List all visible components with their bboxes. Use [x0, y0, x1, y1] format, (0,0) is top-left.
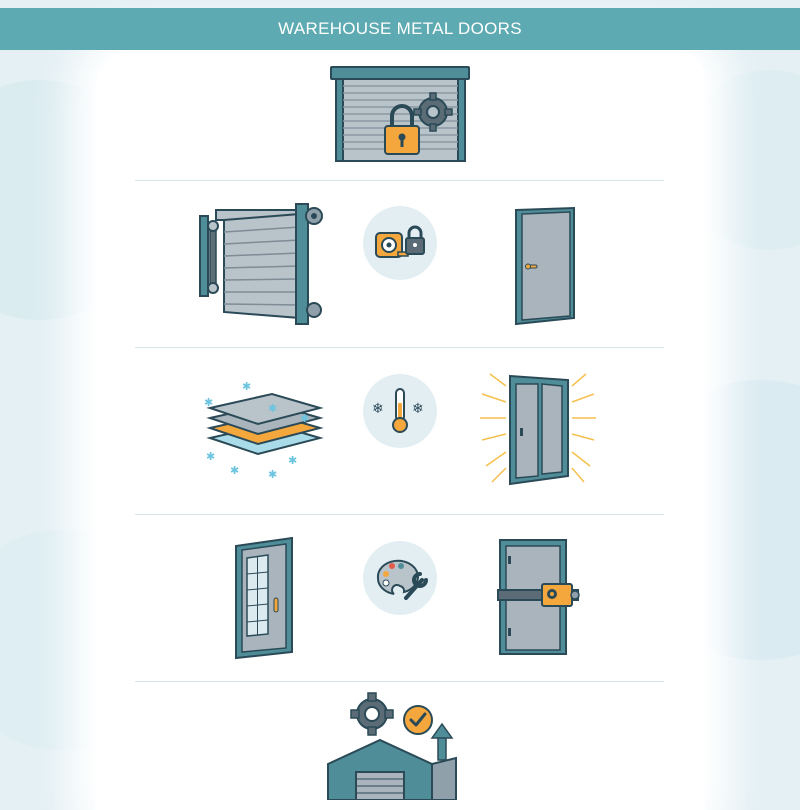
svg-text:✱: ✱ [206, 450, 215, 463]
thermometer-and-snowflakes-icon: ❄❄ [363, 374, 437, 448]
title-banner: WAREHOUSE METAL DOORS [0, 8, 800, 50]
svg-text:✱: ✱ [268, 468, 277, 480]
warehouse-with-gear-check-and-arrow-icon [327, 692, 457, 800]
svg-text:✱: ✱ [204, 396, 213, 409]
svg-text:❄: ❄ [372, 401, 384, 417]
sliding-industrial-door-icon [199, 203, 323, 325]
paint-palette-and-wrench-icon [363, 541, 437, 615]
security-door-with-lock-bar-icon [497, 539, 580, 655]
section-divider [135, 681, 664, 682]
section-divider [135, 180, 664, 181]
insulation-layers-icon: ✱ ✱ ✱ ✱ ✱ ✱ ✱ ✱ [204, 380, 324, 480]
section-divider [135, 347, 664, 348]
measuring-tape-and-padlock-icon [363, 206, 437, 280]
section-divider [135, 514, 664, 515]
steel-single-door-icon [515, 206, 575, 326]
svg-text:✱: ✱ [230, 464, 239, 477]
svg-text:❄: ❄ [412, 401, 424, 417]
svg-text:✱: ✱ [242, 380, 251, 393]
svg-text:✱: ✱ [300, 412, 309, 425]
double-door-with-light-rays-icon [480, 373, 596, 486]
roller-shutter-with-padlock-and-gear-icon [330, 66, 470, 162]
glazed-panel-door-icon [235, 536, 293, 660]
svg-text:✱: ✱ [268, 402, 277, 415]
page-title: WAREHOUSE METAL DOORS [278, 19, 522, 38]
svg-text:✱: ✱ [288, 454, 297, 467]
